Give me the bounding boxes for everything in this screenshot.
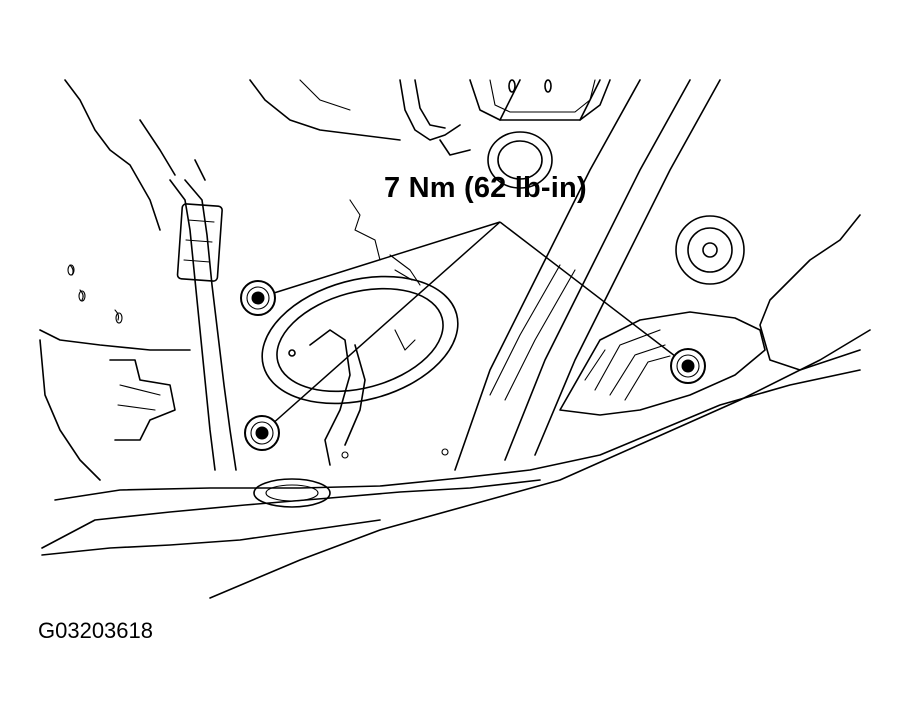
drain-hole	[253, 448, 449, 508]
wiring-harness	[67, 119, 237, 471]
door-panel-outline	[39, 79, 871, 599]
glass-bracket	[249, 79, 611, 141]
bolt-right	[670, 348, 706, 384]
torque-callout: 7 Nm (62 lb-in)	[384, 172, 587, 204]
regulator-rails	[454, 79, 721, 471]
regulator-motor	[261, 131, 553, 466]
access-plug	[675, 215, 745, 285]
bolt-upper-left	[240, 280, 276, 316]
callout-leaders	[257, 221, 689, 434]
figure-id: G03203618	[38, 618, 153, 643]
cable-routing	[349, 79, 471, 286]
bolt-lower-left	[244, 415, 280, 451]
